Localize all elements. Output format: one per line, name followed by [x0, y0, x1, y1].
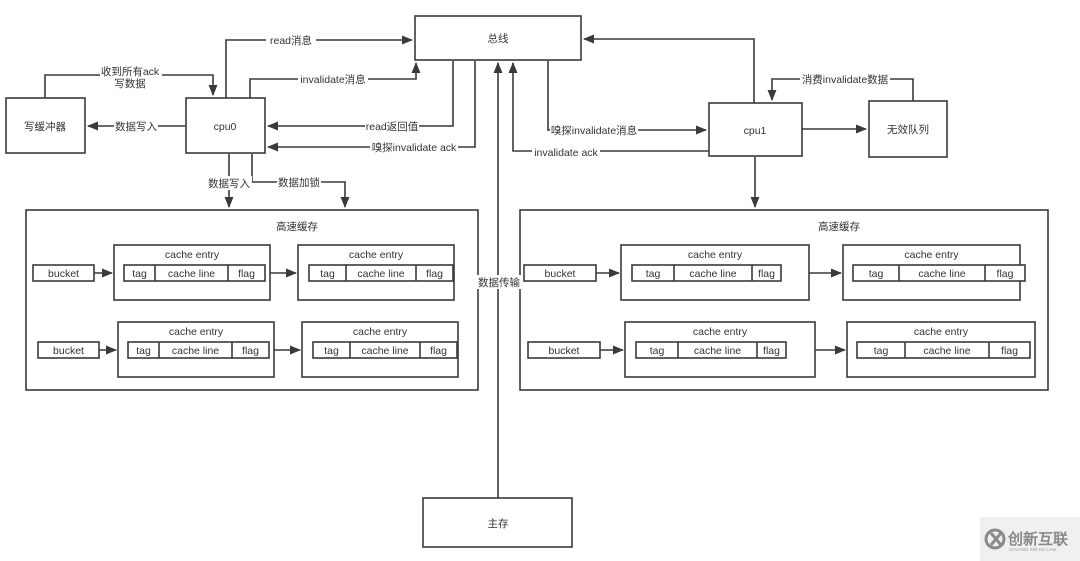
field-flag: flag	[997, 268, 1014, 280]
cache-entry-title: cache entry	[353, 326, 408, 338]
cache-entry: cache entry tag cache line flag	[301, 321, 459, 378]
bucket-label: bucket	[549, 345, 580, 357]
node-main-memory: 主存	[422, 497, 573, 548]
cache-title: 高速缓存	[276, 220, 318, 233]
label-read-msg: read消息	[270, 34, 312, 47]
cache-entry-fields	[856, 341, 1031, 359]
label-cache-write: 数据写入	[208, 177, 250, 190]
field-cache-line: cache line	[918, 268, 965, 280]
cache-entry: cache entry tag cache line flag	[113, 244, 271, 301]
bucket-label: bucket	[545, 268, 576, 280]
edge-cpu1-bus	[582, 34, 755, 103]
invalidate-queue-label: 无效队列	[887, 123, 929, 136]
cache-entry-title: cache entry	[349, 249, 404, 261]
field-flag: flag	[242, 345, 259, 357]
field-flag: flag	[430, 345, 447, 357]
main-memory-label: 主存	[488, 517, 509, 530]
node-cpu1: cpu1	[708, 102, 803, 157]
label-memory-transfer: 数据传输	[478, 276, 520, 289]
label-cache-lock: 数据加锁	[278, 176, 320, 189]
field-tag: tag	[320, 268, 335, 280]
cache-entry-title: cache entry	[693, 326, 748, 338]
cache-entry-title: cache entry	[165, 249, 220, 261]
label-cpu0-buffer: 数据写入	[115, 120, 157, 133]
edge-cpu1-ack	[508, 61, 709, 152]
label-queue-consume: 消费invalidate数据	[802, 73, 889, 86]
edge-labels: read消息 invalidate消息 read返回值 嗅探invalidate…	[100, 33, 890, 190]
field-flag: flag	[1001, 345, 1018, 357]
edge-snoop-ack	[266, 61, 476, 152]
label-write-data: 写数据	[114, 77, 146, 90]
field-tag: tag	[646, 268, 661, 280]
bucket-label: bucket	[48, 268, 79, 280]
field-tag: tag	[650, 345, 665, 357]
field-tag: tag	[132, 268, 147, 280]
edge-cpu0-read	[225, 35, 414, 98]
field-tag: tag	[136, 345, 151, 357]
edge-snoop-invalidate	[547, 61, 708, 135]
label-cpu1-ack: invalidate ack	[534, 147, 598, 159]
field-cache-line: cache line	[923, 345, 970, 357]
field-tag: tag	[874, 345, 889, 357]
cache-entry: cache entry tag cache line flag	[846, 321, 1036, 378]
cache-entry-fields	[127, 341, 270, 359]
cache-entry-fields	[852, 264, 1026, 282]
cache-entry-fields	[312, 341, 458, 359]
cache-entry: cache entry tag cache line flag	[620, 244, 810, 301]
field-flag: flag	[758, 268, 775, 280]
field-cache-line: cache line	[694, 345, 741, 357]
cache-entry-title: cache entry	[914, 326, 969, 338]
cache-entry-title: cache entry	[688, 249, 743, 261]
node-write-buffer: 写缓冲器	[5, 97, 86, 154]
field-cache-line: cache line	[168, 268, 215, 280]
write-buffer-label: 写缓冲器	[24, 120, 66, 133]
cache-entry-fields	[123, 264, 266, 282]
brand-name: 创新互联	[1007, 530, 1069, 548]
cache-entry-fields	[631, 264, 782, 282]
watermark: 创新互联 CHUANG XIN HU LIAN	[980, 517, 1080, 561]
label-snoop-invalidate: 嗅探invalidate消息	[551, 124, 637, 137]
edge-read-return	[266, 61, 454, 131]
cpu0-label: cpu0	[214, 121, 237, 133]
label-snoop-ack: 嗅探invalidate ack	[372, 141, 457, 154]
field-cache-line: cache line	[357, 268, 404, 280]
field-cache-line: cache line	[689, 268, 736, 280]
label-read-return: read返回值	[366, 120, 419, 133]
cache-entry-title: cache entry	[169, 326, 224, 338]
cache-entry: cache entry tag cache line flag	[624, 321, 816, 378]
field-flag: flag	[763, 345, 780, 357]
field-cache-line: cache line	[361, 345, 408, 357]
node-invalidate-queue: 无效队列	[868, 100, 948, 158]
cache-entry: cache entry tag cache line flag	[842, 244, 1026, 301]
field-tag: tag	[869, 268, 884, 280]
cache-entry-title: cache entry	[904, 249, 959, 261]
cpu1-label: cpu1	[744, 125, 767, 137]
cache-entry: cache entry tag cache line flag	[117, 321, 275, 378]
field-tag: tag	[324, 345, 339, 357]
cache-entry: cache entry tag cache line flag	[297, 244, 455, 301]
field-flag: flag	[426, 268, 443, 280]
field-flag: flag	[238, 268, 255, 280]
cache-entry-fields	[635, 341, 787, 359]
field-cache-line: cache line	[172, 345, 219, 357]
brand-logo-icon	[984, 528, 1006, 550]
node-bus: 总线	[414, 15, 582, 61]
bus-label: 总线	[488, 32, 509, 45]
cache-entry-fields	[308, 264, 454, 282]
bucket-label: bucket	[53, 345, 84, 357]
label-all-ack: 收到所有ack	[101, 65, 160, 78]
node-cpu0: cpu0	[185, 97, 266, 154]
label-invalidate-msg: invalidate消息	[300, 73, 365, 86]
brand-subtitle: CHUANG XIN HU LIAN	[1009, 547, 1056, 552]
cache-title: 高速缓存	[818, 220, 860, 233]
